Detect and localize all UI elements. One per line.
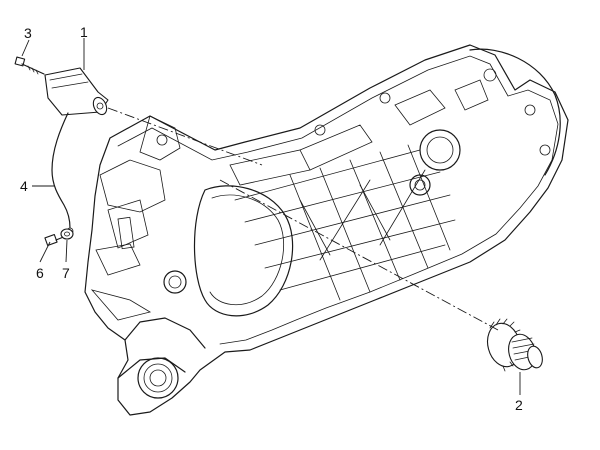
- callout-7: 7: [62, 265, 70, 281]
- washer: [60, 228, 74, 240]
- callout-2: 2: [515, 397, 523, 413]
- starter-bolt: [14, 56, 45, 75]
- leader-lines: [21, 38, 521, 395]
- screw: [44, 233, 67, 247]
- starter-motor: [44, 67, 109, 116]
- callout-6: 6: [36, 265, 44, 281]
- crankcase-lattice-ribs: [234, 144, 456, 301]
- callout-3: 3: [24, 25, 32, 41]
- callout-1: 1: [80, 24, 88, 40]
- starter-cable: [51, 112, 74, 235]
- callout-4: 4: [20, 178, 28, 194]
- crankcase-housing: [84, 44, 569, 416]
- callout-labels: 1 2 3 4 6 7: [20, 24, 523, 413]
- starter-gear: [486, 318, 543, 372]
